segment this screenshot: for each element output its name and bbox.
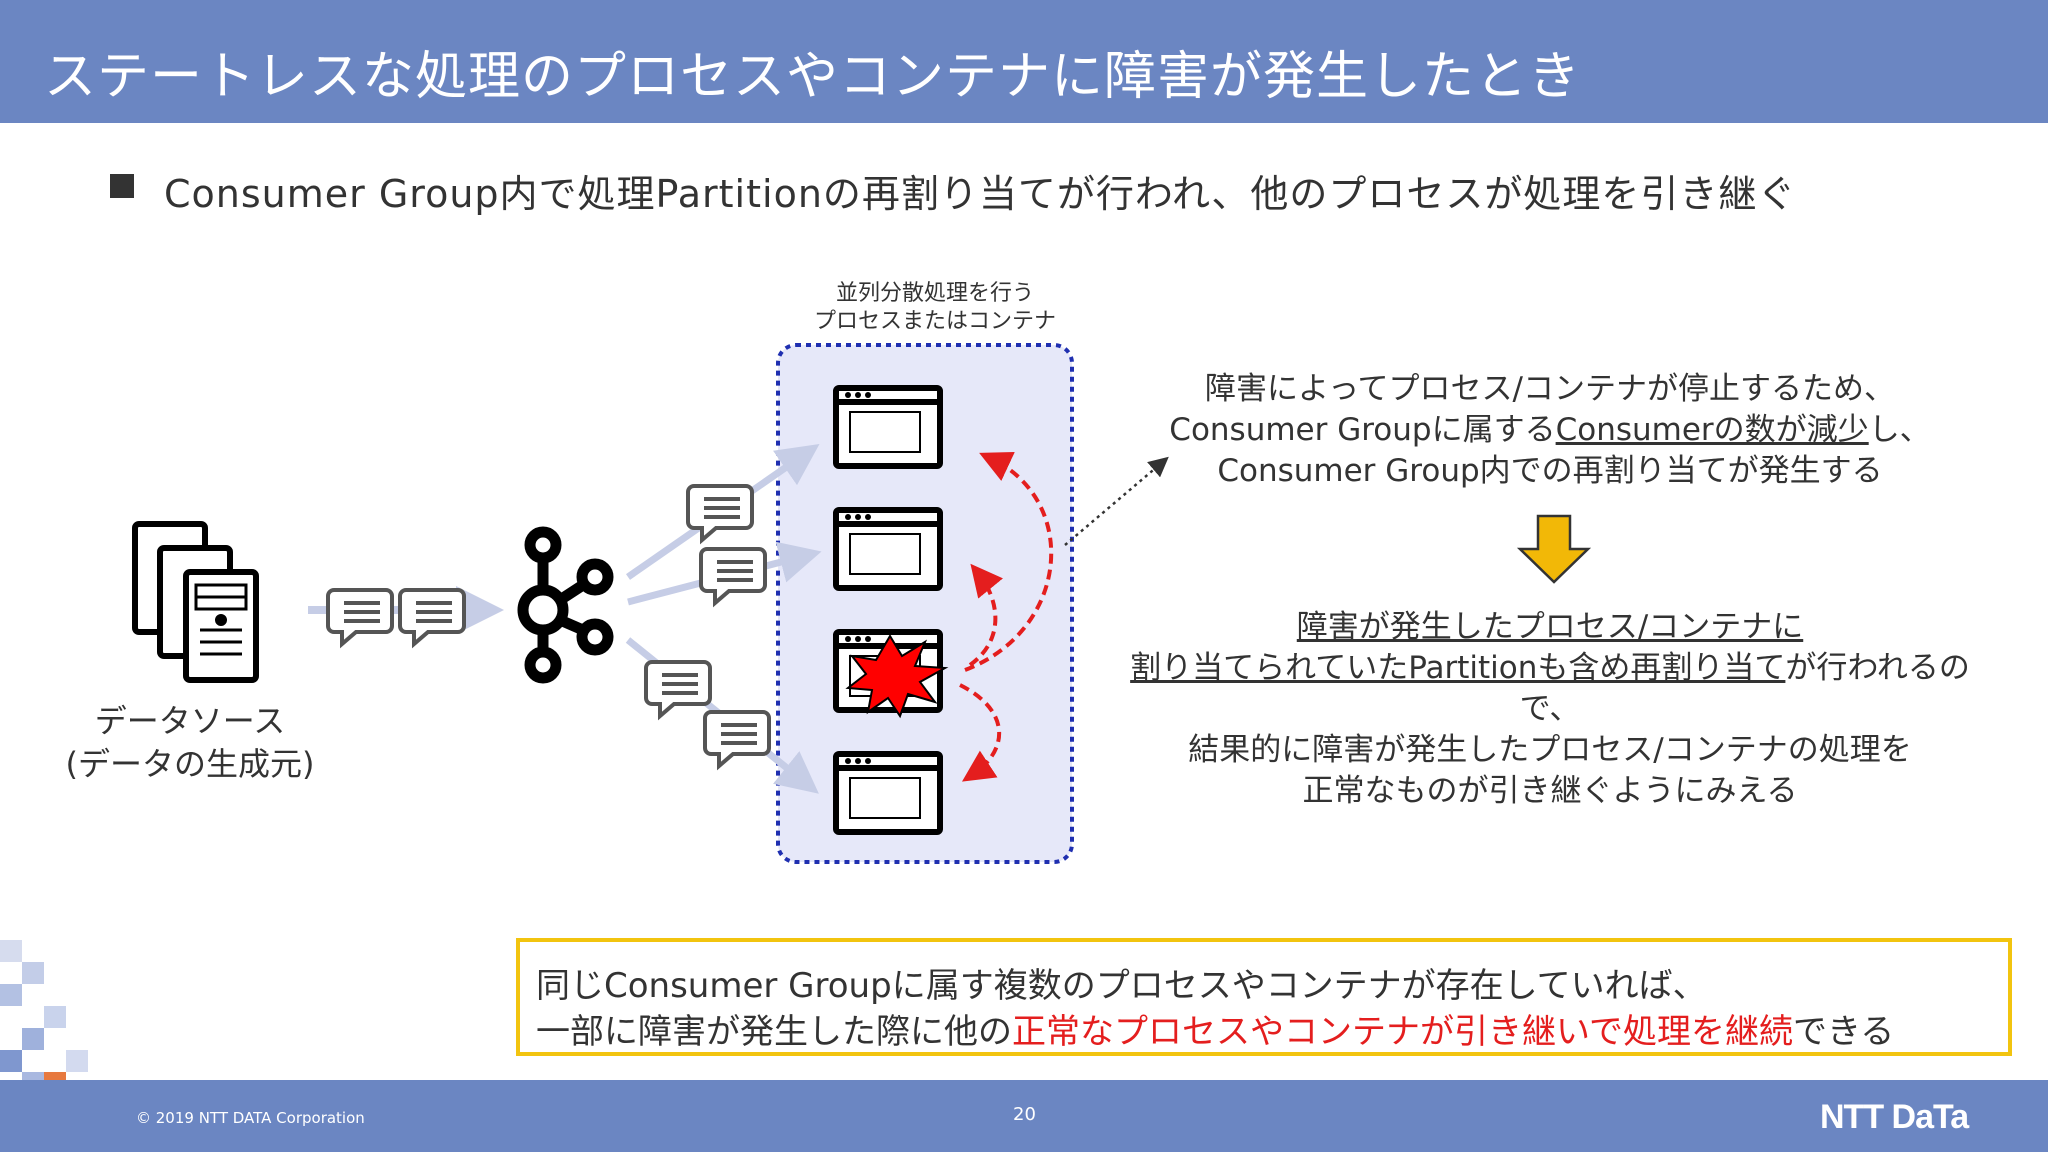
message-icon [703,710,771,771]
data-source-server-icon [132,521,259,683]
pointer-line [1064,456,1169,546]
message-icon [398,588,466,649]
summary-box: 同じConsumer Groupに属す複数のプロセスやコンテナが存在していれば、… [516,938,2012,1056]
page-number: 20 [1013,1104,1036,1125]
note-failure-effect: 障害によってプロセス/コンテナが停止するため、 Consumer Groupに属… [1169,371,1931,489]
process-window-icon [833,751,943,835]
header-bar: ステートレスな処理のプロセスやコンテナに障害が発生したとき [0,0,2048,123]
reassignment-arrows [959,451,1054,782]
container-label: 並列分散処理を行う プロセスまたはコンテナ [813,281,1056,334]
summary-line-2: 一部に障害が発生した際に他の正常なプロセスやコンテナが引き継いで処理を継続できる [536,1012,1895,1052]
message-icon [686,484,754,545]
process-window-icon [833,385,943,469]
process-window-icon [833,507,943,591]
bullet-square-icon [110,174,134,198]
page-title: ステートレスな処理のプロセスやコンテナに障害が発生したとき [44,47,1582,107]
bullet-text: Consumer Group内で処理Partitionの再割り当てが行われ、他の… [164,172,1797,216]
message-icon [326,588,394,649]
summary-line-1: 同じConsumer Groupに属す複数のプロセスやコンテナが存在していれば、 [536,966,1707,1006]
data-source-label: データソース [94,702,286,740]
ntt-data-logo: NTT DaTa [1820,1098,1969,1136]
data-source-sublabel: (データの生成元) [65,745,315,783]
failure-burst-icon [845,634,949,719]
kafka-logo-icon [517,526,614,684]
footer-bar [0,1080,2048,1152]
note-reassignment-result: 障害が発生したプロセス/コンテナに 割り当てられていたPartitionも含め再… [1130,609,1970,809]
message-icon [699,547,767,608]
down-arrow-icon [1516,514,1592,584]
message-icon [644,660,712,721]
copyright: © 2019 NTT DATA Corporation [136,1109,365,1127]
